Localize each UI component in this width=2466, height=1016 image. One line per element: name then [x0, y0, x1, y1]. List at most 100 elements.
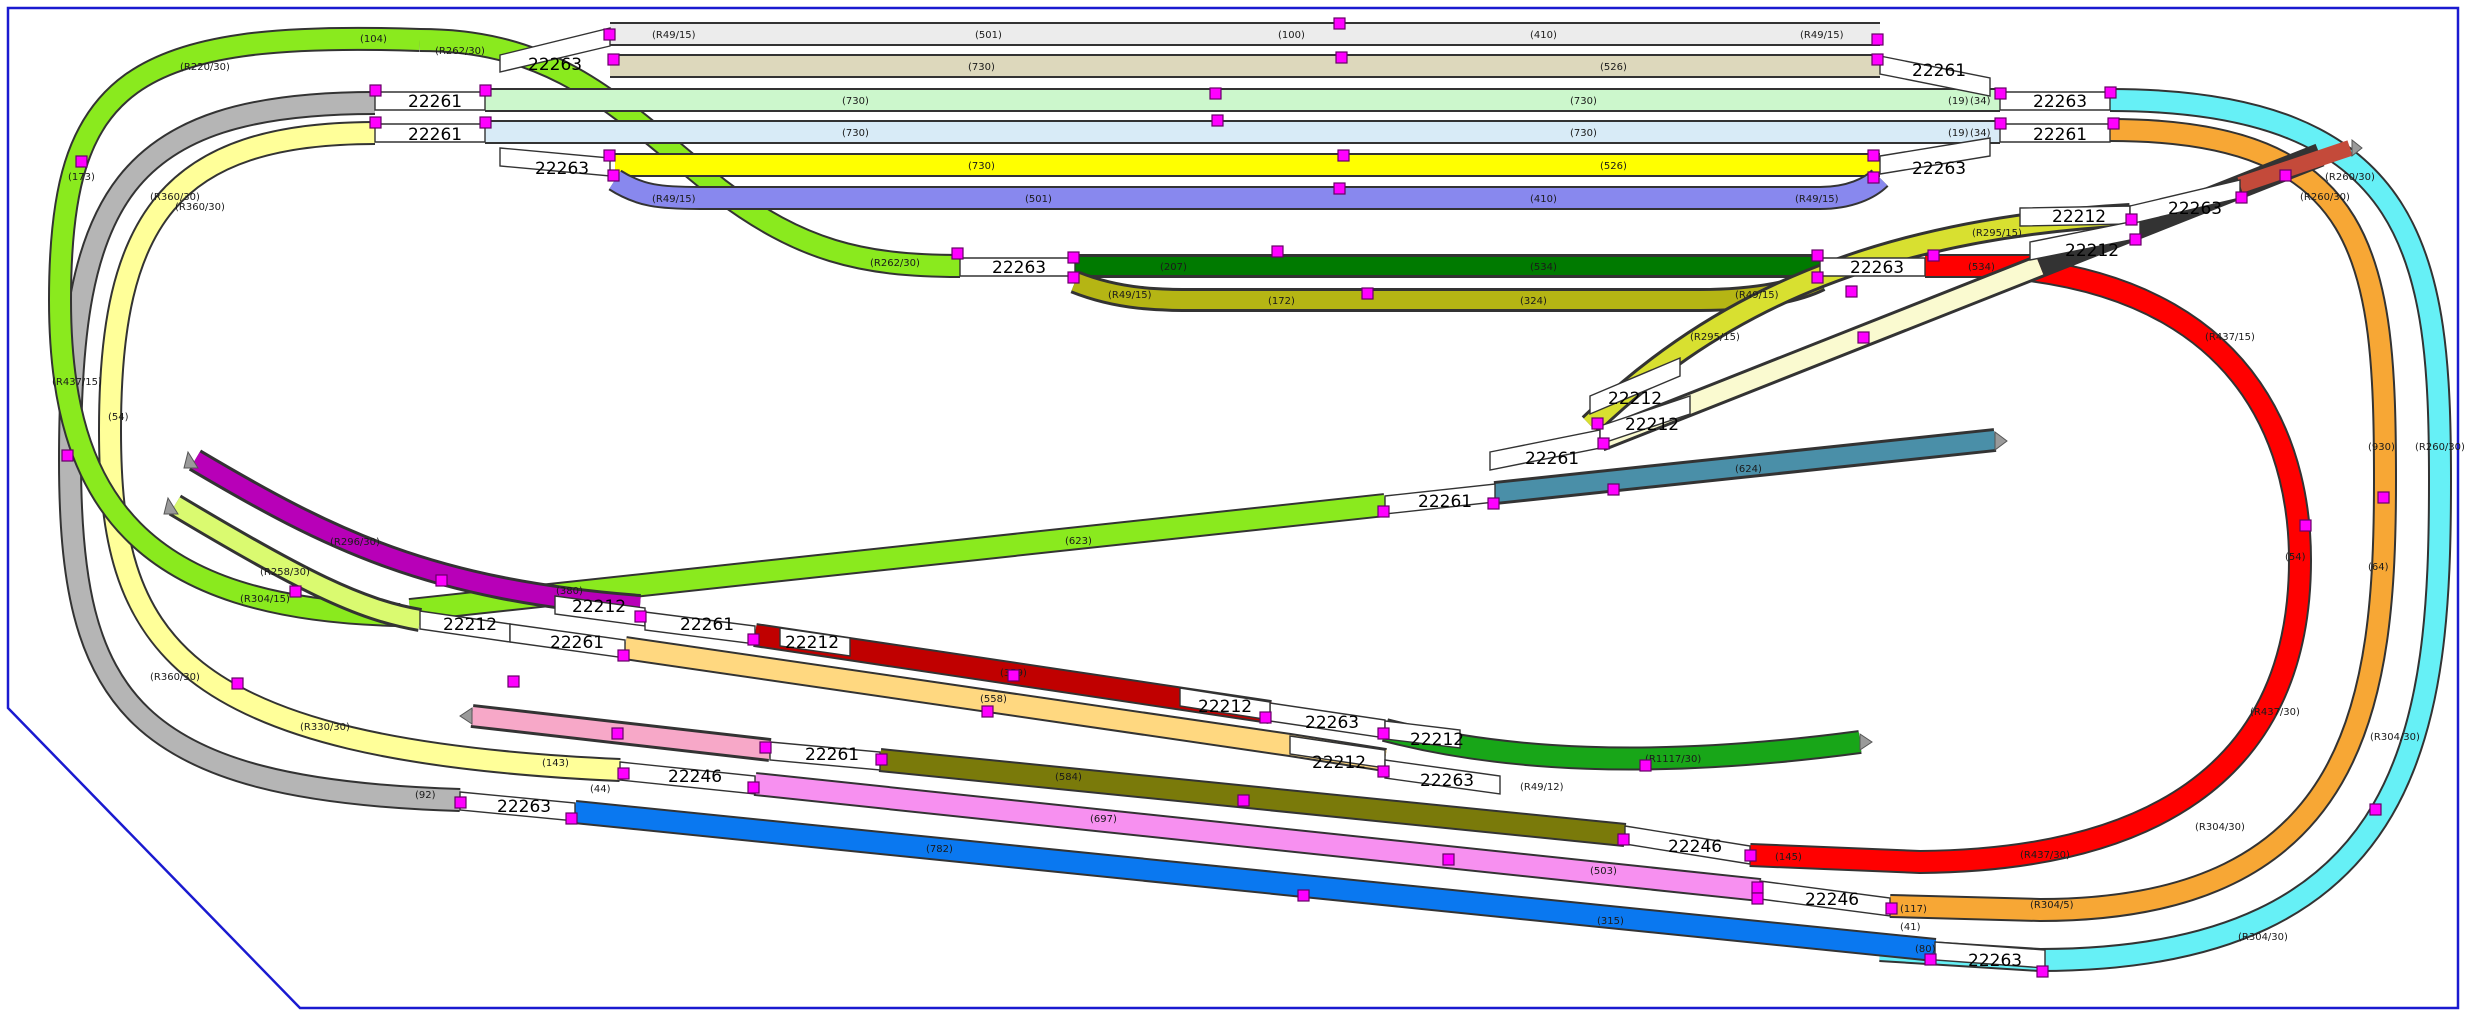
marker[interactable]	[1617, 833, 1630, 846]
marker[interactable]	[1067, 271, 1080, 284]
turnout-27[interactable]: 22246	[619, 761, 756, 795]
turnout-25[interactable]: 22263	[1384, 759, 1501, 795]
marker[interactable]	[1607, 483, 1620, 496]
turnout-20[interactable]: 22212	[419, 610, 511, 643]
turnout-1[interactable]: 22261	[374, 91, 486, 112]
marker[interactable]	[479, 84, 492, 97]
marker[interactable]	[603, 28, 616, 41]
turnout-5[interactable]: 22261	[1999, 123, 2111, 145]
marker[interactable]	[1211, 114, 1224, 127]
marker[interactable]	[1867, 149, 1880, 162]
marker[interactable]	[1845, 285, 1858, 298]
marker[interactable]	[1007, 669, 1020, 682]
marker[interactable]	[1361, 287, 1374, 300]
marker[interactable]	[634, 610, 647, 623]
turnout-30[interactable]: 22246	[1759, 880, 1891, 917]
marker[interactable]	[603, 149, 616, 162]
marker[interactable]	[1377, 505, 1390, 518]
marker[interactable]	[61, 449, 74, 462]
marker[interactable]	[1271, 245, 1284, 258]
turnout-29[interactable]: 22246	[1624, 825, 1751, 865]
marker[interactable]	[2107, 117, 2120, 130]
marker[interactable]	[479, 116, 492, 129]
marker[interactable]	[617, 649, 630, 662]
marker[interactable]	[1751, 892, 1764, 905]
marker[interactable]	[1811, 271, 1824, 284]
turnout-32[interactable]: 22263	[459, 791, 576, 822]
marker[interactable]	[1333, 182, 1346, 195]
turnout-21[interactable]: 22212	[779, 627, 851, 657]
marker[interactable]	[289, 585, 302, 598]
turnout-15[interactable]: 22261	[1489, 429, 1601, 471]
marker[interactable]	[1811, 249, 1824, 262]
turnout-31[interactable]: 22263	[1934, 941, 2046, 971]
marker[interactable]	[2299, 519, 2312, 532]
marker[interactable]	[1335, 51, 1348, 64]
marker[interactable]	[1377, 765, 1390, 778]
turnout-10[interactable]: 22263	[1819, 257, 1926, 278]
marker[interactable]	[1924, 953, 1937, 966]
marker[interactable]	[454, 796, 467, 809]
marker[interactable]	[1885, 902, 1898, 915]
marker[interactable]	[1487, 497, 1500, 510]
marker[interactable]	[747, 633, 760, 646]
turnout-2[interactable]: 22263	[499, 27, 611, 75]
marker[interactable]	[1259, 711, 1272, 724]
marker[interactable]	[1857, 331, 1870, 344]
turnout-6[interactable]: 22263	[1879, 137, 1991, 179]
marker[interactable]	[2129, 233, 2142, 246]
marker[interactable]	[507, 675, 520, 688]
marker[interactable]	[2279, 169, 2292, 182]
turnout-20b[interactable]: 22212	[1289, 735, 1386, 773]
marker[interactable]	[1744, 849, 1757, 862]
marker[interactable]	[1867, 171, 1880, 184]
marker[interactable]	[1297, 889, 1310, 902]
marker[interactable]	[875, 753, 888, 766]
turnout-14[interactable]: 22212	[1589, 356, 1681, 416]
turnout-18[interactable]: 22212	[554, 595, 646, 627]
marker[interactable]	[2125, 213, 2138, 226]
turnout-28[interactable]: 22261	[769, 741, 881, 771]
turnout-8[interactable]: 22263	[499, 147, 611, 179]
marker[interactable]	[1994, 87, 2007, 100]
turnout-24[interactable]: 22212	[1384, 720, 1464, 750]
marker[interactable]	[75, 155, 88, 168]
marker[interactable]	[1871, 33, 1884, 46]
marker[interactable]	[1067, 251, 1080, 264]
marker[interactable]	[981, 705, 994, 718]
marker[interactable]	[2235, 191, 2248, 204]
marker[interactable]	[231, 677, 244, 690]
marker[interactable]	[1639, 759, 1652, 772]
marker[interactable]	[611, 727, 624, 740]
turnout-19[interactable]: 22261	[644, 611, 756, 645]
turnout-11[interactable]: 22212	[2019, 205, 2131, 227]
marker[interactable]	[607, 169, 620, 182]
turnout-9[interactable]: 22263	[959, 257, 1076, 278]
marker[interactable]	[2036, 965, 2049, 978]
turnout-3[interactable]: 22261	[1879, 55, 1991, 97]
marker[interactable]	[2104, 86, 2117, 99]
marker[interactable]	[369, 116, 382, 129]
marker[interactable]	[1871, 53, 1884, 66]
marker[interactable]	[617, 767, 630, 780]
marker[interactable]	[2369, 803, 2382, 816]
marker[interactable]	[565, 812, 578, 825]
marker[interactable]	[1591, 417, 1604, 430]
marker[interactable]	[1442, 853, 1455, 866]
marker[interactable]	[1333, 17, 1346, 30]
marker[interactable]	[1597, 437, 1610, 450]
turnout-23[interactable]: 22212	[1179, 687, 1271, 721]
marker[interactable]	[435, 574, 448, 587]
marker[interactable]	[369, 84, 382, 97]
marker[interactable]	[607, 53, 620, 66]
marker[interactable]	[1377, 727, 1390, 740]
marker[interactable]	[2377, 491, 2390, 504]
marker[interactable]	[1751, 881, 1764, 894]
marker[interactable]	[951, 247, 964, 260]
marker[interactable]	[759, 741, 772, 754]
marker[interactable]	[1237, 794, 1250, 807]
turnout-13[interactable]: 22263	[2129, 179, 2241, 225]
marker[interactable]	[1337, 149, 1350, 162]
marker[interactable]	[1927, 249, 1940, 262]
marker[interactable]	[1209, 87, 1222, 100]
